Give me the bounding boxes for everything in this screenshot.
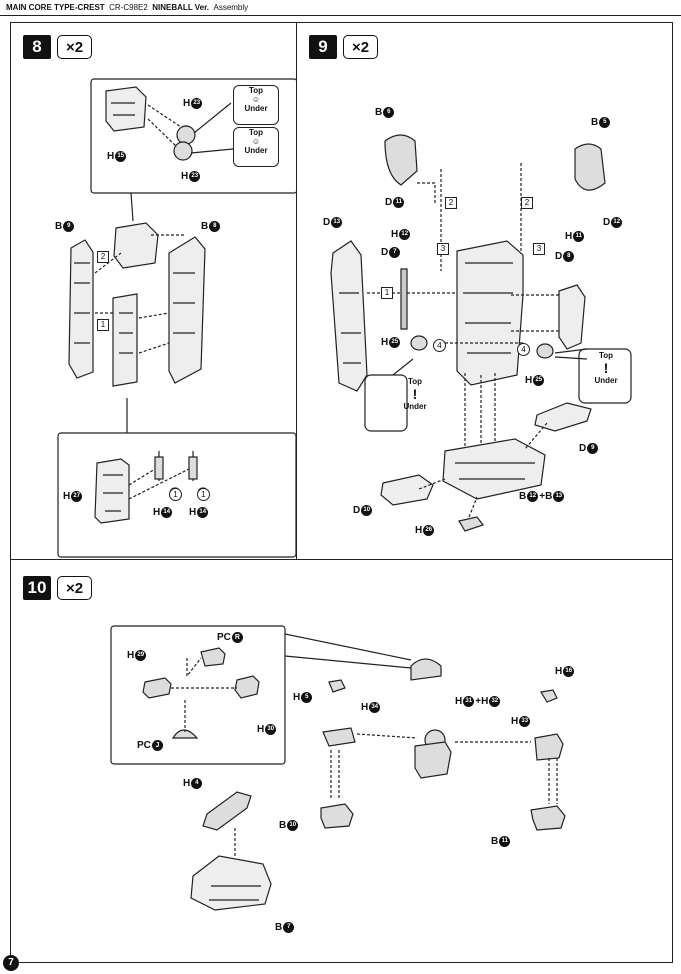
step-quantity: ×2 xyxy=(57,576,93,600)
step-marker-2: 2 xyxy=(445,197,457,209)
step-marker-3: 3 xyxy=(533,243,545,255)
orientation-under-label: Under xyxy=(244,146,268,155)
step-marker-1: 1 xyxy=(97,319,109,331)
step-quantity: ×2 xyxy=(57,35,93,59)
step-10-heading: 10 ×2 xyxy=(23,576,93,600)
step-marker-3: 3 xyxy=(437,243,449,255)
orientation-box-bottom: Top ☺ Under xyxy=(233,127,279,167)
step-number: 10 xyxy=(23,576,51,600)
part-peg-icon: ! xyxy=(412,386,418,402)
step-9-illustration xyxy=(330,134,632,532)
step-marker-2: 2 xyxy=(521,197,533,209)
orientation-under-label: Under xyxy=(594,376,618,385)
orientation-top-label: Top xyxy=(248,86,264,95)
header-model: CR-C98E2 xyxy=(109,3,148,12)
step-8-illustration xyxy=(57,78,298,558)
step-marker-circle-4: 4 xyxy=(433,339,446,352)
step-marker-circle-4: 4 xyxy=(517,343,530,356)
step-marker-1: 1 xyxy=(381,287,393,299)
page-number: 7 xyxy=(3,955,19,971)
orientation-top-label: Top xyxy=(248,128,264,137)
step-9-heading: 9 ×2 xyxy=(309,35,379,59)
step-marker-2: 2 xyxy=(97,251,109,263)
orientation-box-right: Top ! Under xyxy=(582,349,630,401)
step-8-heading: 8 ×2 xyxy=(23,35,93,59)
orientation-under-label: Under xyxy=(244,104,268,113)
orientation-box-left: Top ! Under xyxy=(395,375,435,429)
orientation-box-top: Top ☺ Under xyxy=(233,85,279,125)
part-face-icon: ☺ xyxy=(251,95,261,104)
step-10-illustration xyxy=(110,625,566,911)
part-peg-icon: ! xyxy=(603,360,609,376)
step-quantity: ×2 xyxy=(343,35,379,59)
header-series: MAIN CORE TYPE-CREST xyxy=(6,3,105,12)
step-number: 9 xyxy=(309,35,337,59)
page-header: MAIN CORE TYPE-CREST CR-C98E2 NINEBALL V… xyxy=(0,0,681,16)
step-number: 8 xyxy=(23,35,51,59)
step-marker-circle-1: 1 xyxy=(169,488,182,501)
orientation-top-label: Top xyxy=(598,351,614,360)
part-face-icon: ☺ xyxy=(251,137,261,146)
header-name: NINEBALL Ver. xyxy=(152,3,210,12)
header-subtitle: Assembly xyxy=(213,3,249,12)
orientation-under-label: Under xyxy=(403,402,427,411)
orientation-top-label: Top xyxy=(407,377,423,386)
step-marker-circle-1: 1 xyxy=(197,488,210,501)
